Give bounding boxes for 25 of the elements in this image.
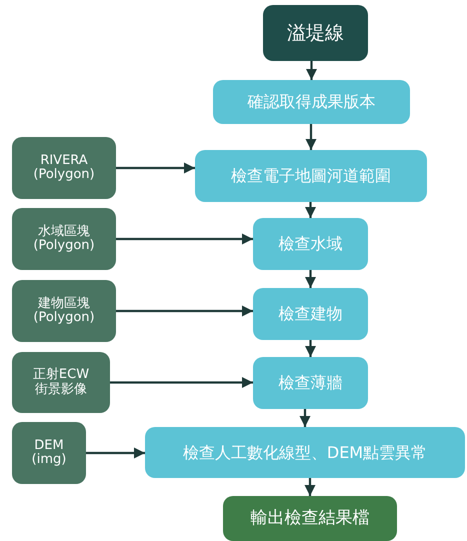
input-data-box: 正射ECW街景影像 bbox=[12, 352, 110, 413]
process-box: 檢查人工數化線型、DEM點雲異常 bbox=[145, 427, 465, 478]
process-box: 檢查薄牆 bbox=[253, 357, 368, 409]
arrow bbox=[116, 162, 195, 174]
input-data-box: 建物區塊 (Polygon) bbox=[12, 280, 116, 342]
arrow bbox=[305, 270, 316, 288]
input-data-box: 水域區塊 (Polygon) bbox=[12, 208, 116, 270]
process-box: 確認取得成果版本 bbox=[213, 80, 410, 124]
process-box: 檢查建物 bbox=[253, 288, 368, 340]
arrow bbox=[306, 124, 316, 150]
process-box: 檢查電子地圖河道範圍 bbox=[195, 150, 427, 202]
arrow bbox=[110, 377, 253, 388]
arrow bbox=[304, 478, 316, 496]
arrow bbox=[306, 61, 317, 80]
arrow bbox=[86, 448, 145, 458]
output-box: 輸出檢查結果檔 bbox=[223, 496, 397, 541]
input-data-box: RIVERA (Polygon) bbox=[12, 137, 116, 199]
arrow bbox=[116, 306, 253, 316]
arrow bbox=[305, 340, 316, 357]
input-data-box: DEM (img) bbox=[12, 422, 86, 484]
process-box: 檢查水域 bbox=[253, 218, 368, 270]
arrow bbox=[300, 409, 310, 427]
arrow bbox=[305, 202, 316, 218]
start-box: 溢堤線 bbox=[263, 5, 368, 61]
arrow bbox=[116, 234, 253, 244]
